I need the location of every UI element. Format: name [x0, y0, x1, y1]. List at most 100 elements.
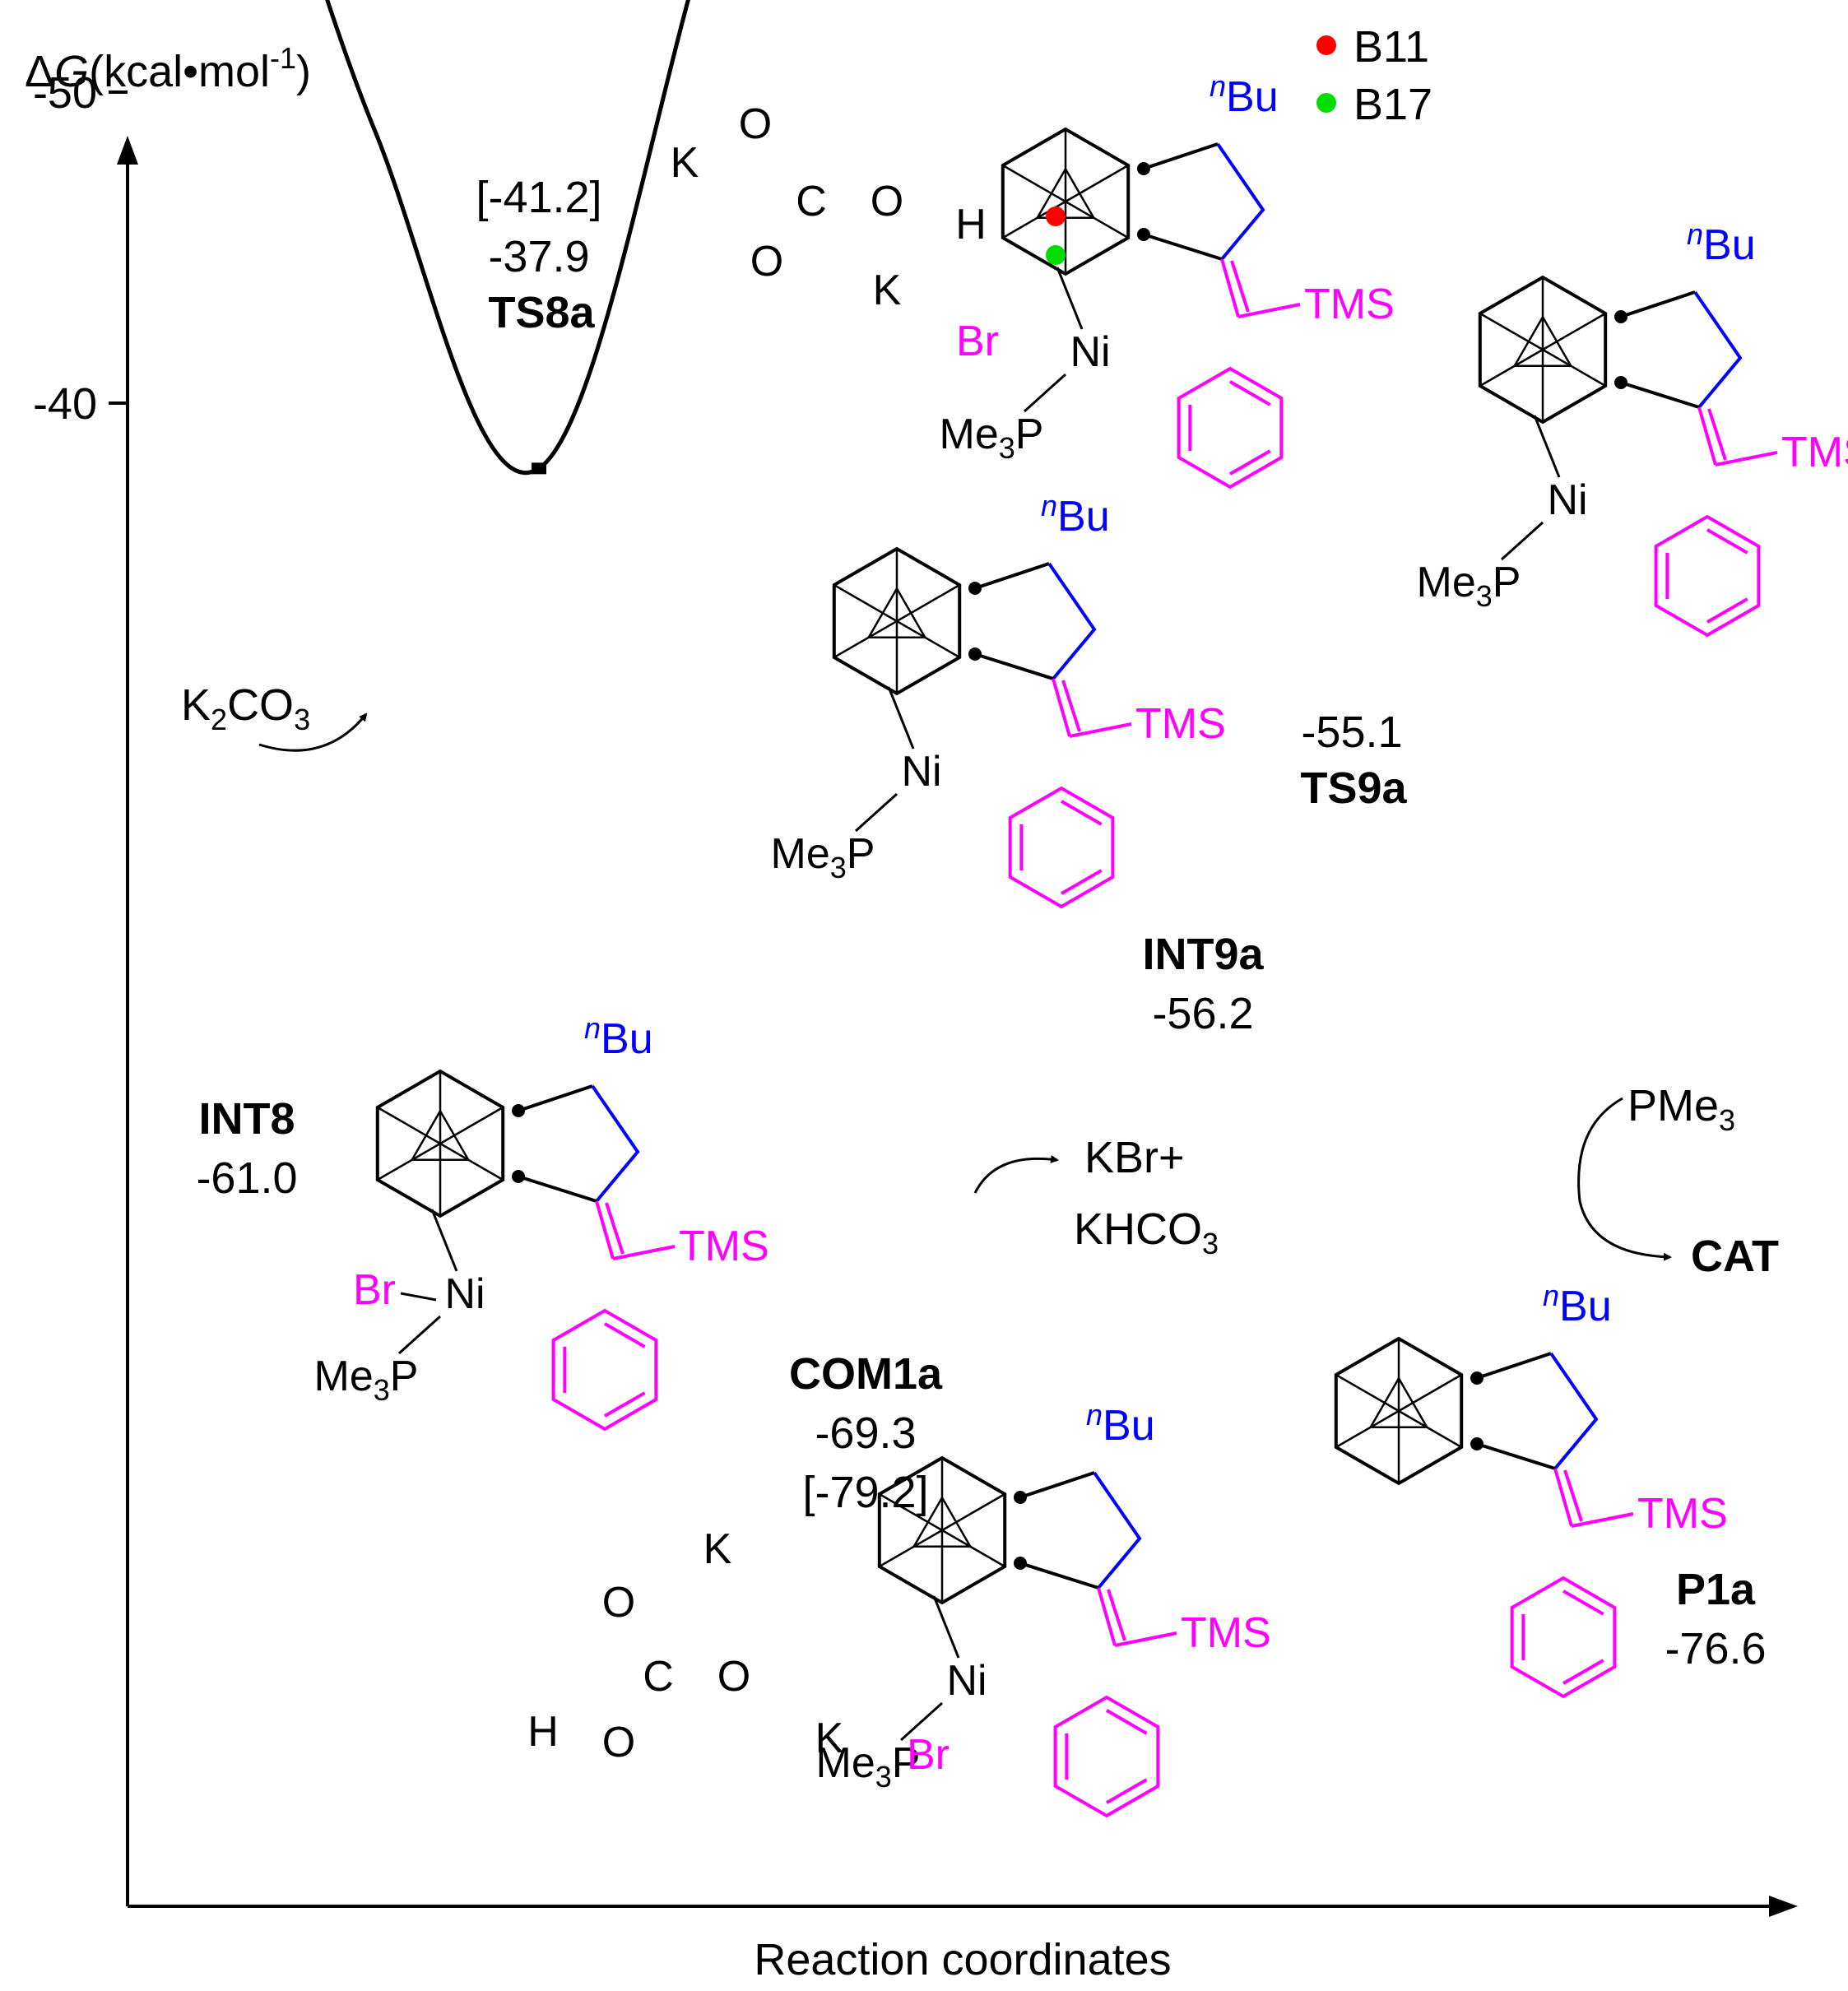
ring-bond [1143, 233, 1223, 261]
tms-bond [1114, 1631, 1177, 1647]
int8-label: INT8 [198, 1094, 295, 1144]
ring-bond [518, 1175, 597, 1203]
cage-bond [439, 1142, 504, 1181]
legend-b11-label: B11 [1353, 22, 1429, 72]
benzene-ring [1008, 786, 1115, 909]
k-label: K [815, 1715, 844, 1762]
b11-marker [1046, 207, 1066, 226]
k2co3-arrow [258, 712, 368, 752]
ring-bond [1620, 381, 1700, 409]
tms-bond [1715, 451, 1778, 466]
vinyl-bond [1220, 258, 1240, 318]
ni-p-bond [854, 792, 898, 833]
ni-p-bond [899, 1701, 944, 1742]
pme3-annotation: PMe3 CAT [1577, 1081, 1779, 1281]
vinyl-double-bond [1230, 260, 1250, 313]
ring-bond [1620, 290, 1696, 318]
svg-text:K2CO3: K2CO3 [181, 680, 310, 736]
vinyl-double-bond [1107, 1589, 1126, 1641]
nbu-label: nBu [1543, 1279, 1612, 1330]
x-axis-label: Reaction coordinates [754, 1935, 1171, 1984]
o-label: O [602, 1579, 635, 1627]
k-label: K [703, 1525, 732, 1573]
ni-p-bond [1500, 521, 1544, 561]
br-label: Br [353, 1266, 396, 1314]
khco3-label: KHCO3 [1074, 1204, 1219, 1260]
ring-bond [1476, 1352, 1552, 1380]
tms-bond [1069, 722, 1132, 738]
cage-bond [941, 1492, 1005, 1532]
cage-inner [1368, 1376, 1429, 1429]
ts8a-alt-value: [-41.2] [476, 173, 601, 222]
o-label: O [739, 100, 772, 148]
vinyl-bond [1697, 406, 1717, 466]
cage-bond [1542, 312, 1606, 351]
cage-bond [1065, 164, 1129, 203]
nbu-label: nBu [1210, 69, 1279, 121]
int9a-value: -56.2 [1152, 989, 1253, 1038]
benzene-double-bond [603, 1391, 646, 1418]
cage-bond [879, 1529, 943, 1568]
svg-text:PMe3: PMe3 [1627, 1081, 1735, 1137]
ni-label: Ni [444, 1270, 485, 1318]
pme3-arrow [1577, 1097, 1672, 1261]
cage-bond [1398, 1373, 1462, 1413]
ring-bond [1019, 1471, 1095, 1499]
cage-inner [912, 1495, 973, 1548]
tms-label: TMS [679, 1223, 769, 1270]
ring-bond [1143, 142, 1219, 170]
nbu-label: nBu [1086, 1398, 1155, 1450]
cage-bond [377, 1106, 441, 1145]
benzene-double-bond [1106, 1778, 1148, 1804]
y-axis-arrowhead [117, 136, 138, 165]
benzene-double-bond [1106, 1709, 1148, 1735]
nbu-label: nBu [1041, 489, 1110, 541]
k-label: K [873, 267, 902, 314]
cage-bond [1335, 1409, 1400, 1449]
ni-p-bond [1023, 373, 1067, 413]
cage-bond [896, 620, 960, 659]
legend-b17-label: B17 [1353, 80, 1432, 129]
point-labels: INT8-61.0[-41.2]-37.9TS8aCOM1a-69.3[-79.… [196, 173, 1766, 1673]
p1a-value: -76.6 [1665, 1624, 1766, 1673]
k-label: K [671, 139, 699, 187]
vinyl-double-bond [1061, 680, 1081, 732]
int9a-label: INT9a [1142, 930, 1264, 979]
cage-bond [1479, 348, 1544, 388]
ni-cage-bond [430, 1209, 458, 1272]
benzene-double-bond [603, 1322, 646, 1348]
cage-inner [410, 1108, 471, 1162]
me3p-label: Me3P [314, 1353, 419, 1407]
tms-bond [612, 1245, 676, 1260]
ni-cage-bond [887, 686, 915, 750]
point-marker-ts8a [532, 462, 546, 475]
benzene-double-bond [1562, 1590, 1604, 1616]
cage-bond [377, 1142, 441, 1181]
legend-b11-dot [1316, 35, 1336, 55]
benzene-ring [1053, 1695, 1160, 1818]
ni-cage-bond [1056, 267, 1084, 330]
stationary-points [532, 462, 546, 475]
ring-bond-blue [1047, 562, 1097, 680]
cage-inner [1512, 314, 1573, 368]
ring-bond [974, 652, 1054, 680]
o-label: O [717, 1653, 750, 1701]
benzene-ring [551, 1308, 658, 1432]
o-label: O [602, 1719, 635, 1766]
y-tick-label: -40 [33, 379, 97, 429]
tms-label: TMS [1304, 281, 1395, 328]
y-ticks: -40-50-60-70 [33, 68, 128, 429]
ring-bond [1476, 1442, 1556, 1470]
benzene-double-bond [1706, 597, 1748, 624]
kbr-label: KBr+ [1084, 1133, 1185, 1182]
vinyl-double-bond [1563, 1469, 1583, 1522]
vinyl-bond [1553, 1468, 1573, 1527]
legend-b17-dot [1316, 93, 1336, 113]
